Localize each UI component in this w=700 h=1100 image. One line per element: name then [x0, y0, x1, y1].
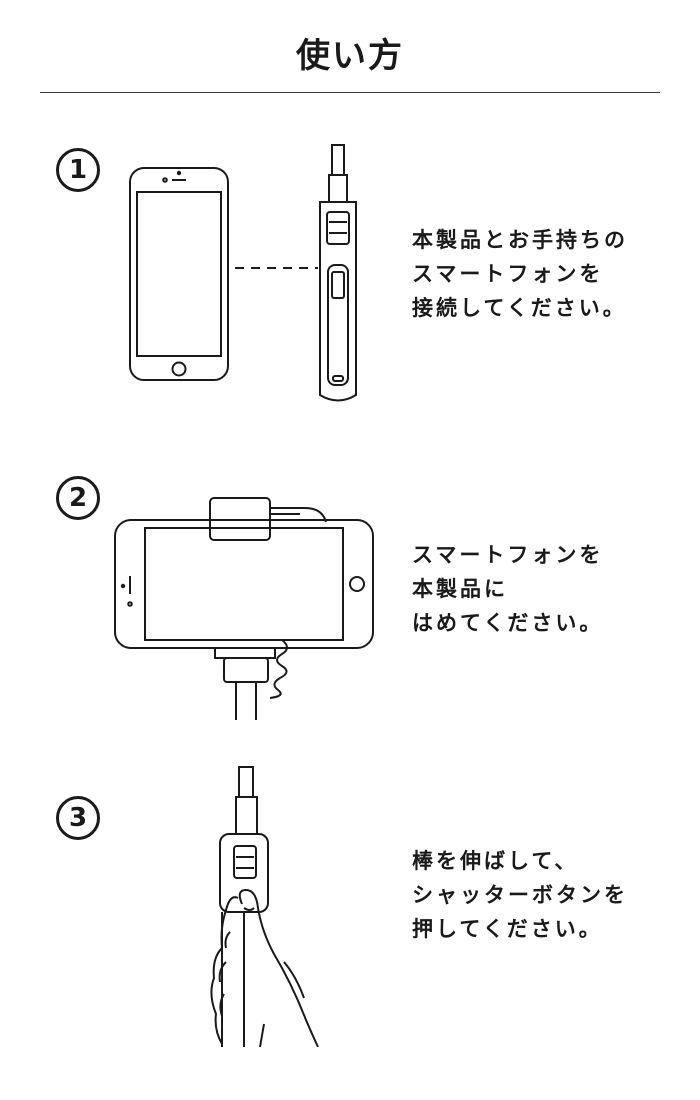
step-3-line-3: 押してください。: [412, 917, 603, 941]
step-3-line-2: シャッターボタンを: [412, 883, 628, 907]
selfie-stick-side-icon: [320, 145, 356, 401]
step-3-illustration: [200, 762, 340, 1047]
smartphone-front-icon: [130, 168, 228, 380]
step-3-line-1: 棒を伸ばして、: [412, 849, 579, 873]
step-1-illustration: [120, 140, 370, 415]
step-2-number: 2: [56, 476, 100, 520]
step-2-line-1: スマートフォンを: [412, 543, 604, 567]
step-2-line-3: はめてください。: [412, 611, 604, 635]
step-2-line-2: 本製品に: [412, 577, 508, 601]
coiled-cable-icon: [270, 640, 287, 698]
title-divider: [40, 92, 660, 93]
selfie-stick-pole-icon: [224, 658, 268, 720]
step-1-line-1: 本製品とお手持ちの: [412, 228, 628, 252]
step-1-number: 1: [56, 148, 100, 192]
step-1-line-2: スマートフォンを: [412, 262, 604, 286]
holder-base-icon: [215, 648, 275, 658]
step-3-instructions: 棒を伸ばして、 シャッターボタンを 押してください。: [412, 844, 628, 946]
shutter-remote-icon: [220, 834, 268, 1047]
hand-icon: [211, 890, 318, 1047]
smartphone-landscape-icon: [115, 520, 373, 648]
step-3-number: 3: [56, 796, 100, 840]
page-title: 使い方: [296, 36, 404, 76]
step-1-line-3: 接続してください。: [412, 296, 627, 320]
step-2-illustration: [110, 490, 385, 720]
selfie-stick-pole-icon: [236, 767, 257, 834]
step-1-instructions: 本製品とお手持ちの スマートフォンを 接続してください。: [412, 223, 628, 325]
step-2-instructions: スマートフォンを 本製品に はめてください。: [412, 538, 603, 640]
